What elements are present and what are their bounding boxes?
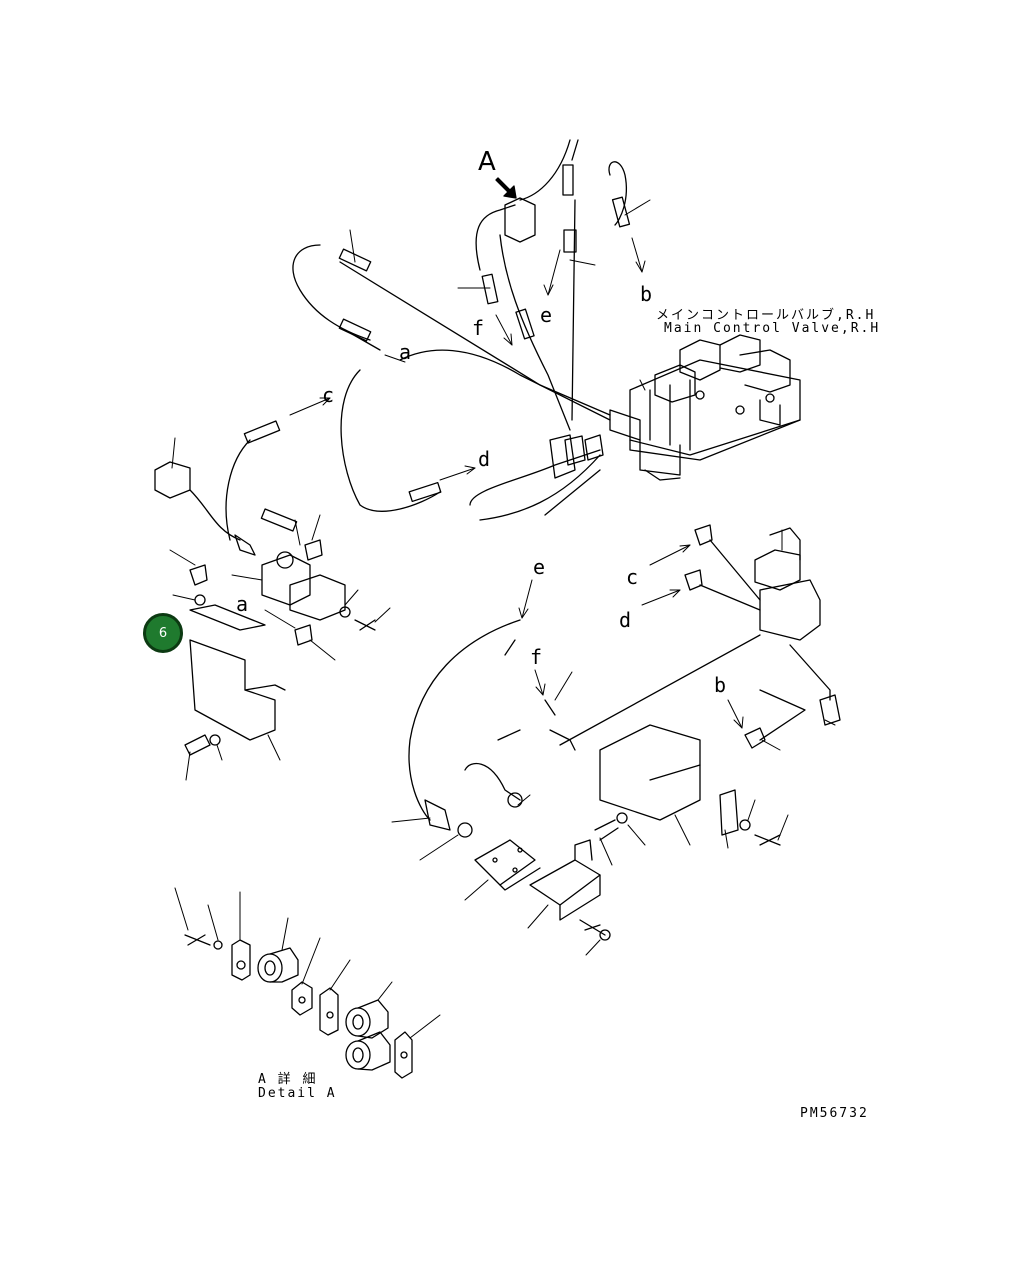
connection-label-e-lower: e [533, 555, 546, 579]
detail-a-title-japanese: A 詳 細 [258, 1072, 318, 1087]
connection-label-d-upper: d [478, 447, 491, 471]
connection-label-d-lower: d [619, 608, 632, 632]
main-control-valve [609, 334, 801, 481]
valve-name-japanese: メインコントロールバルブ,R.H [656, 308, 876, 323]
connection-label-a-upper: a [399, 340, 412, 364]
solenoid-assembly-left [154, 439, 376, 756]
connection-label-f-lower: f [530, 645, 543, 669]
drawing-number: PM56732 [800, 1106, 869, 1121]
connection-arrows [289, 237, 744, 729]
connection-label-b-lower: b [714, 673, 727, 697]
upper-hoses [243, 139, 631, 532]
part-callout-badge[interactable]: 6 [143, 613, 183, 653]
detail-a-title-english: Detail A [258, 1086, 337, 1101]
valve-name-english: Main Control Valve,R.H [664, 321, 881, 336]
view-a-label: A [478, 147, 496, 177]
connection-label-f-upper: f [472, 316, 485, 340]
connection-label-c-lower: c [626, 565, 639, 589]
lower-middle-hoses [408, 619, 611, 941]
connection-label-c-upper: c [322, 383, 335, 407]
view-arrow-a [495, 177, 517, 199]
connection-label-e-upper: e [540, 303, 553, 327]
leader-lines [169, 199, 836, 1039]
connection-label-b-upper: b [640, 282, 653, 306]
lower-right-assembly [559, 524, 841, 846]
connection-label-a-lower: a [236, 592, 249, 616]
detail-a-parts [184, 934, 413, 1079]
